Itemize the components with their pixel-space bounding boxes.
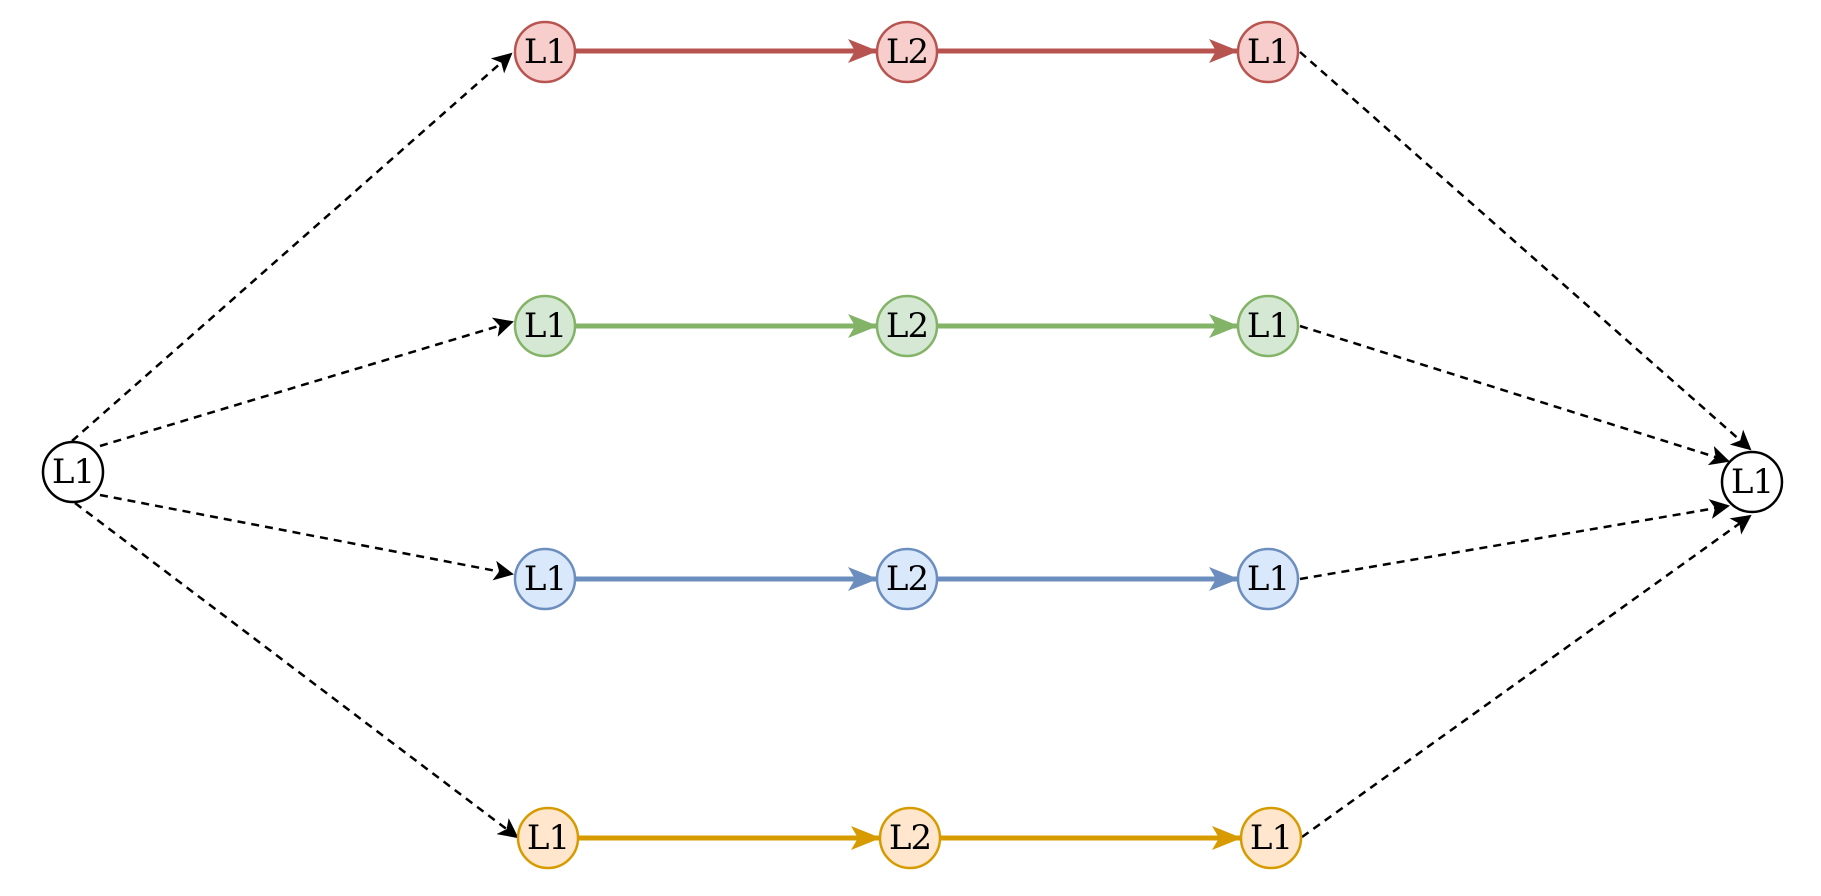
node-blue-2-label: L2 <box>886 559 928 599</box>
row-orange: L1 L2 L1 <box>516 806 1303 870</box>
sink-node: L1 <box>1720 450 1784 514</box>
node-red-1 <box>513 20 577 84</box>
source-node: L1 <box>41 440 105 504</box>
node-green-3-label: L1 <box>1247 306 1289 346</box>
node-green-3 <box>1236 294 1300 358</box>
edge-blue-to-sink <box>1299 499 1730 581</box>
node-orange-2 <box>878 806 942 870</box>
node-blue-3 <box>1236 547 1300 611</box>
node-orange-1 <box>516 806 580 870</box>
node-red-2-label: L2 <box>886 32 928 72</box>
node-green-1-label: L1 <box>524 306 566 346</box>
edge-red-to-sink <box>1299 51 1752 451</box>
edge-source-to-green <box>99 317 514 448</box>
node-green-1 <box>513 294 577 358</box>
edge-source-to-red <box>71 52 513 442</box>
edge-orange-to-sink <box>1301 514 1752 839</box>
node-blue-1-label: L1 <box>524 559 566 599</box>
node-green-2 <box>875 294 939 358</box>
node-blue-1 <box>513 547 577 611</box>
node-red-2 <box>875 20 939 84</box>
edge-green-to-sink <box>1299 324 1730 466</box>
node-blue-2 <box>875 547 939 611</box>
edge-source-to-orange <box>74 502 519 839</box>
source-node-circle <box>41 440 105 504</box>
node-green-2-label: L2 <box>886 306 928 346</box>
node-orange-1-label: L1 <box>527 818 569 858</box>
sink-node-circle <box>1720 450 1784 514</box>
sink-node-label: L1 <box>1731 462 1773 502</box>
node-orange-2-label: L2 <box>889 818 931 858</box>
node-orange-3 <box>1239 806 1303 870</box>
node-blue-3-label: L1 <box>1247 559 1289 599</box>
row-green: L1 L2 L1 <box>513 294 1300 358</box>
fan-out-edges <box>71 52 519 839</box>
node-orange-3-label: L1 <box>1250 818 1292 858</box>
row-blue: L1 L2 L1 <box>513 547 1300 611</box>
node-red-3-label: L1 <box>1247 32 1289 72</box>
edge-source-to-blue <box>99 493 514 581</box>
node-red-3 <box>1236 20 1300 84</box>
fan-in-edges <box>1299 51 1752 839</box>
source-node-label: L1 <box>52 452 94 492</box>
row-red: L1 L2 L1 <box>513 20 1300 84</box>
node-red-1-label: L1 <box>524 32 566 72</box>
